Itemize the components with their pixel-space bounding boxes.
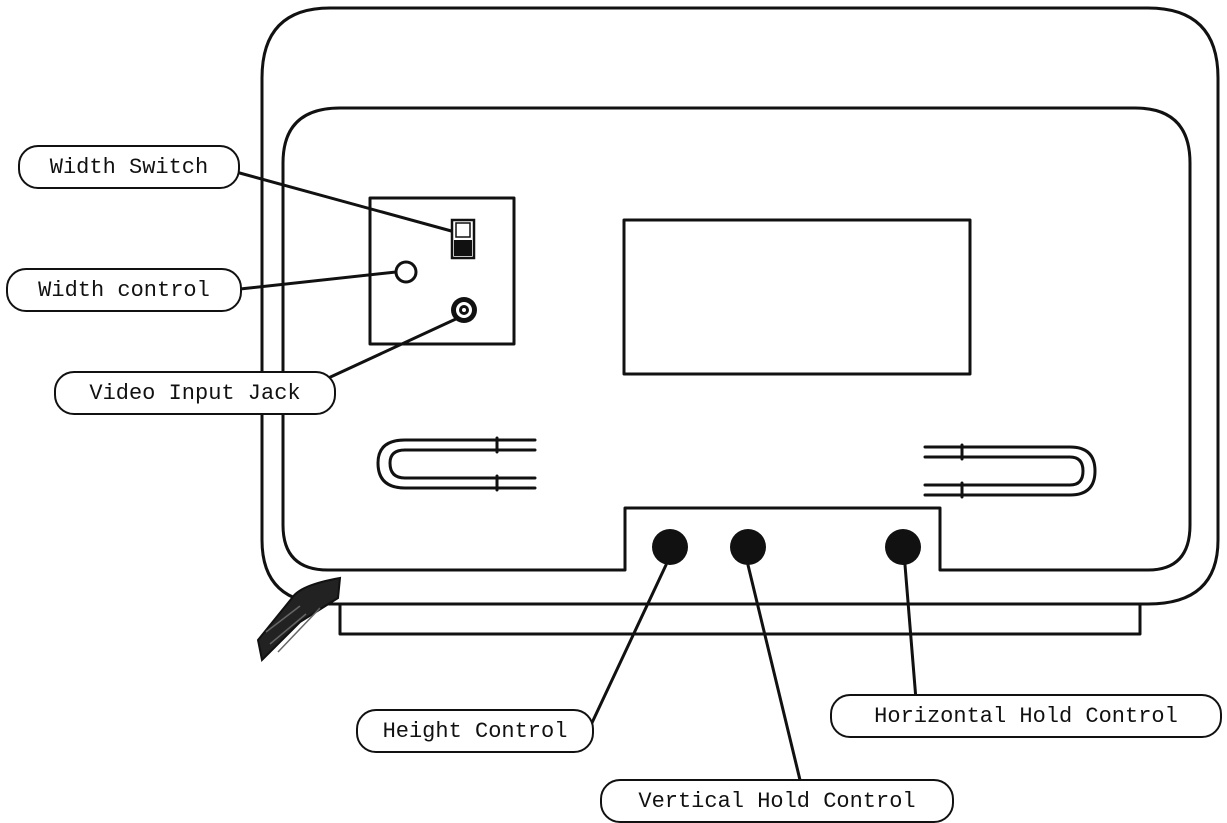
vertical-hold-control-label: Vertical Hold Control <box>600 779 954 823</box>
width-switch-label: Width Switch <box>18 145 240 189</box>
vertical-hold-control-knob[interactable] <box>730 529 766 565</box>
horizontal-hold-control-label: Horizontal Hold Control <box>830 694 1222 738</box>
leader-width-control <box>238 270 398 291</box>
video-input-jack-label: Video Input Jack <box>54 371 336 415</box>
video-input-jack[interactable] <box>451 297 477 323</box>
width-control-knob[interactable] <box>394 260 418 284</box>
height-control-knob[interactable] <box>652 529 688 565</box>
right-handle <box>923 445 1097 497</box>
width-control-label: Width control <box>6 268 242 312</box>
width-switch[interactable] <box>450 218 476 260</box>
height-control-label: Height Control <box>356 709 594 753</box>
leader-horizontal-hold-control <box>903 563 919 714</box>
cabinet-outline <box>260 6 1220 606</box>
horizontal-hold-control-knob[interactable] <box>885 529 921 565</box>
leader-video-input-jack <box>322 316 460 382</box>
control-subpanel <box>368 196 516 346</box>
left-handle <box>376 438 537 490</box>
leader-height-control <box>588 563 668 729</box>
leader-vertical-hold-control <box>746 563 802 782</box>
label-plate <box>622 218 972 376</box>
rear-panel-outline <box>281 106 1192 572</box>
base-plate <box>338 602 1142 636</box>
leader-width-switch <box>234 170 457 234</box>
